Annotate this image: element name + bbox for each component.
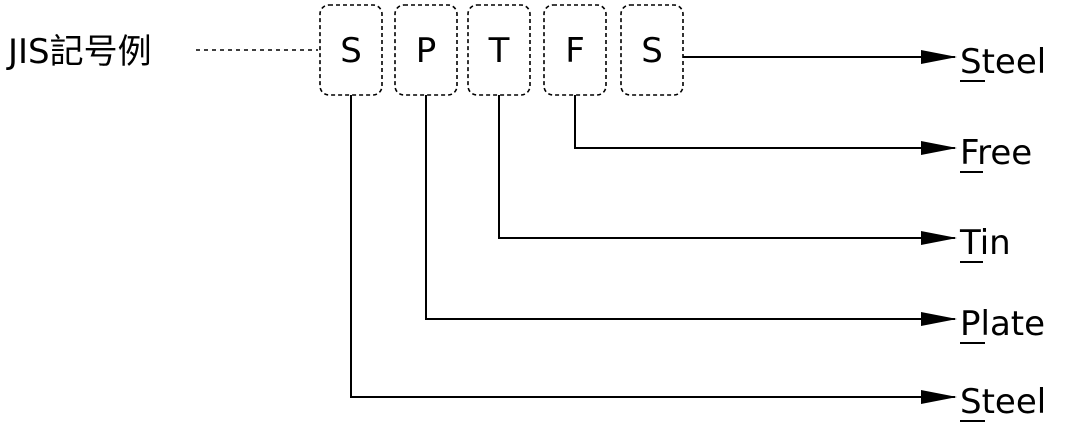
meaning-initial: T <box>959 223 981 263</box>
svg-text:Steel: Steel <box>960 42 1046 82</box>
meaning-label-4: Steel <box>960 382 1046 422</box>
meaning-rest: teel <box>982 42 1047 82</box>
meaning-initial: P <box>960 304 981 344</box>
svg-text:Free: Free <box>960 133 1032 173</box>
svg-text:Tin: Tin <box>959 223 1011 263</box>
code-letter-box-0: S <box>319 4 383 96</box>
meaning-initial: S <box>960 42 982 82</box>
code-letter: F <box>565 31 585 71</box>
meaning-initial: S <box>960 382 982 422</box>
code-letter-box-4: S <box>620 4 684 96</box>
connector-arrow-steel-bottom <box>350 95 957 404</box>
code-letter-box-3: F <box>543 4 607 96</box>
meaning-rest: late <box>981 304 1046 344</box>
meaning-initial: F <box>960 133 978 173</box>
meaning-rest: ree <box>977 133 1032 173</box>
meaning-label-3: Plate <box>960 304 1045 344</box>
meaning-label-2: Tin <box>959 223 1011 263</box>
code-letter: S <box>641 31 663 71</box>
meaning-label-0: Steel <box>960 42 1046 82</box>
diagram-title: JIS記号例 <box>6 32 152 72</box>
code-letter-box-2: T <box>467 4 531 96</box>
svg-text:Steel: Steel <box>960 382 1046 422</box>
code-letter: T <box>488 31 510 71</box>
connector-arrow-plate <box>425 95 957 326</box>
connector-arrow-tin <box>498 95 957 245</box>
code-letter-box-1: P <box>394 4 458 96</box>
meaning-rest: teel <box>982 382 1047 422</box>
code-letter: P <box>416 31 437 71</box>
connector-arrow-free <box>574 95 957 155</box>
meaning-rest: in <box>980 223 1011 263</box>
code-letter: S <box>340 31 362 71</box>
svg-text:Plate: Plate <box>960 304 1045 344</box>
meaning-label-1: Free <box>960 133 1032 173</box>
